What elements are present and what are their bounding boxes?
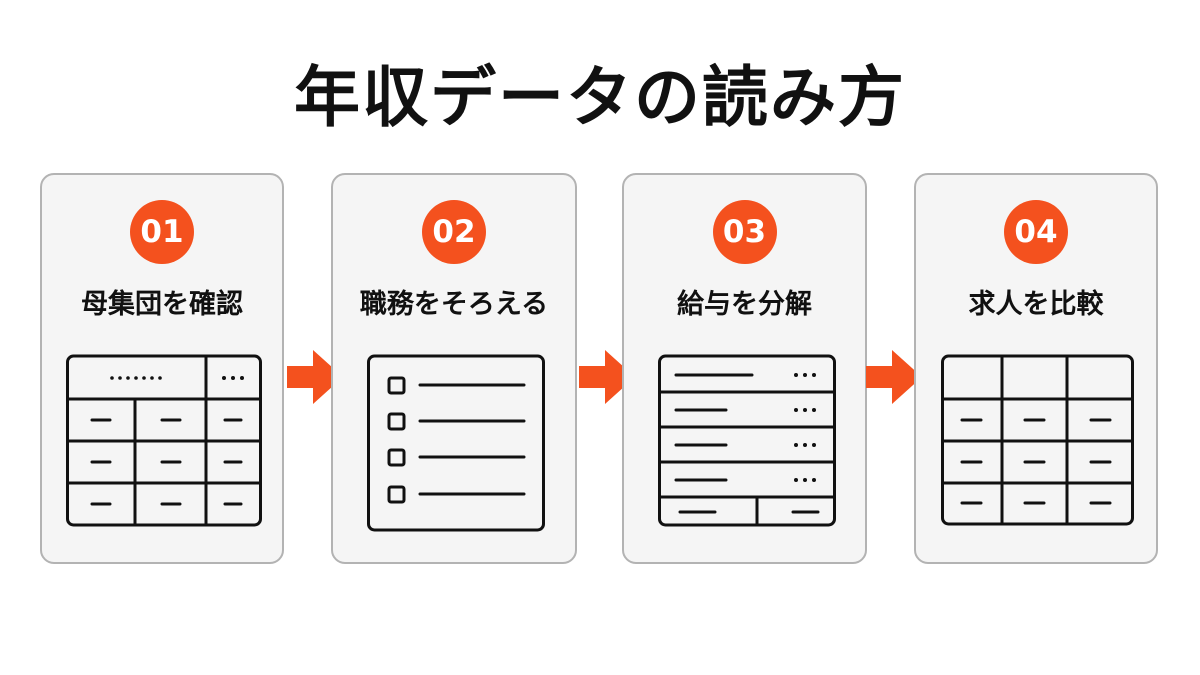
step-card-4: 04 求人を比較 (914, 173, 1158, 564)
step-card-2: 02 職務をそろえる (331, 173, 577, 564)
arrow-right-icon (287, 350, 343, 404)
step-number-badge: 01 (130, 200, 194, 264)
step-card-3: 03 給与を分解 (622, 173, 867, 564)
step-number-badge: 04 (1004, 200, 1068, 264)
step-label: 求人を比較 (968, 289, 1104, 320)
breakdown-list-icon (658, 354, 836, 527)
step-label: 母集団を確認 (81, 289, 243, 320)
step-label: 職務をそろえる (359, 289, 549, 320)
arrow-right-icon (579, 350, 635, 404)
step-number-badge: 02 (422, 200, 486, 264)
step-label: 給与を分解 (677, 289, 812, 320)
table-icon (66, 354, 262, 527)
step-card-1: 01 母集団を確認 (40, 173, 284, 564)
checklist-icon (367, 354, 545, 532)
page-title: 年収データの読み方 (294, 59, 906, 136)
arrow-right-icon (866, 350, 922, 404)
step-number-badge: 03 (712, 200, 777, 264)
comparison-table-icon (941, 354, 1134, 526)
